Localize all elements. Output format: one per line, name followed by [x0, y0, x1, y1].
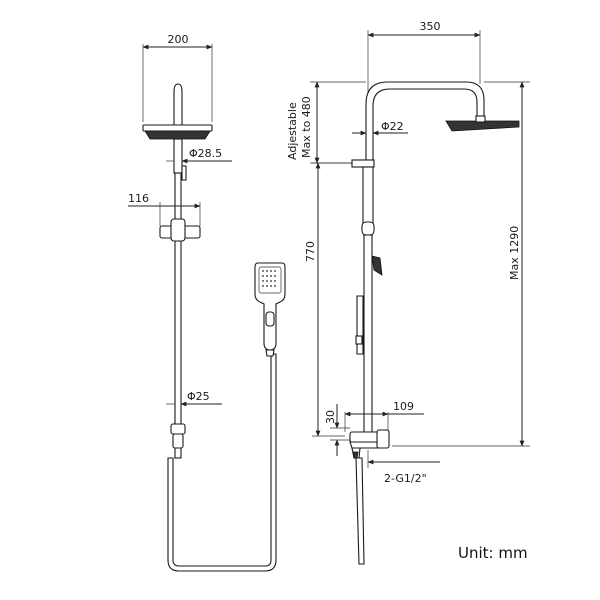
side-shower-head [445, 120, 520, 132]
holder-offset-dimension: 116 [128, 192, 201, 226]
lower-wall-bracket [170, 423, 186, 449]
adjustable-dimension: Adjestable Max to 480 [286, 81, 366, 164]
side-lower-pipe [363, 234, 373, 434]
arm-diameter-label: Φ22 [381, 120, 404, 133]
mixer-depth-label: 109 [393, 400, 414, 413]
side-upper-pipe [362, 166, 374, 224]
total-height-dimension: Max 1290 [392, 81, 530, 447]
pipe-height-dimension: 770 [304, 162, 352, 437]
front-view: 200 Φ28.5 116 [128, 33, 286, 572]
mixer-depth-dimension: 109 [344, 400, 424, 432]
inlet-thread-label: 2-G1/2" [384, 472, 427, 485]
pipe-height-label: 770 [304, 241, 317, 262]
holder-offset-label: 116 [128, 192, 149, 205]
shower-hose [167, 353, 277, 572]
adjustable-label-line1: Adjestable [286, 102, 299, 160]
front-upper-pipe [173, 138, 183, 174]
front-arm-top [173, 83, 183, 126]
slide-rail [174, 172, 182, 459]
head-width-dimension: 200 [142, 33, 213, 122]
upper-pipe-diameter-dimension: Φ28.5 [166, 147, 232, 164]
arm-reach-label: 350 [420, 20, 441, 33]
upper-pipe-diameter-label: Φ28.5 [189, 147, 222, 160]
mid-wall-bracket [361, 221, 375, 236]
arm-reach-dimension: 350 [367, 20, 481, 92]
side-hand-shower [355, 255, 383, 355]
square-shower-head [142, 124, 213, 140]
bath-spout [355, 457, 365, 565]
hand-shower [254, 262, 286, 357]
lower-pipe-diameter-dimension: Φ25 [166, 390, 222, 407]
hand-shower-holder [159, 218, 201, 242]
lower-pipe-diameter-label: Φ25 [187, 390, 210, 403]
diverter-knob [181, 165, 187, 181]
inlet-thread-dimension: 2-G1/2" [367, 450, 440, 485]
arm-diameter-dimension: Φ22 [352, 120, 408, 136]
side-view: 350 Φ22 Adjestable Max to 480 [286, 20, 530, 565]
adjustable-label-line2: Max to 480 [300, 96, 313, 158]
mixer-valve [349, 429, 390, 459]
head-connector [475, 115, 486, 123]
head-width-label: 200 [168, 33, 189, 46]
height-coupling [351, 159, 375, 168]
mixer-height-dimension: 30 [324, 404, 350, 456]
unit-label: Unit: mm [458, 544, 528, 562]
mixer-height-label: 30 [324, 410, 337, 424]
total-height-label: Max 1290 [508, 226, 521, 280]
spray-nozzles [262, 270, 276, 287]
